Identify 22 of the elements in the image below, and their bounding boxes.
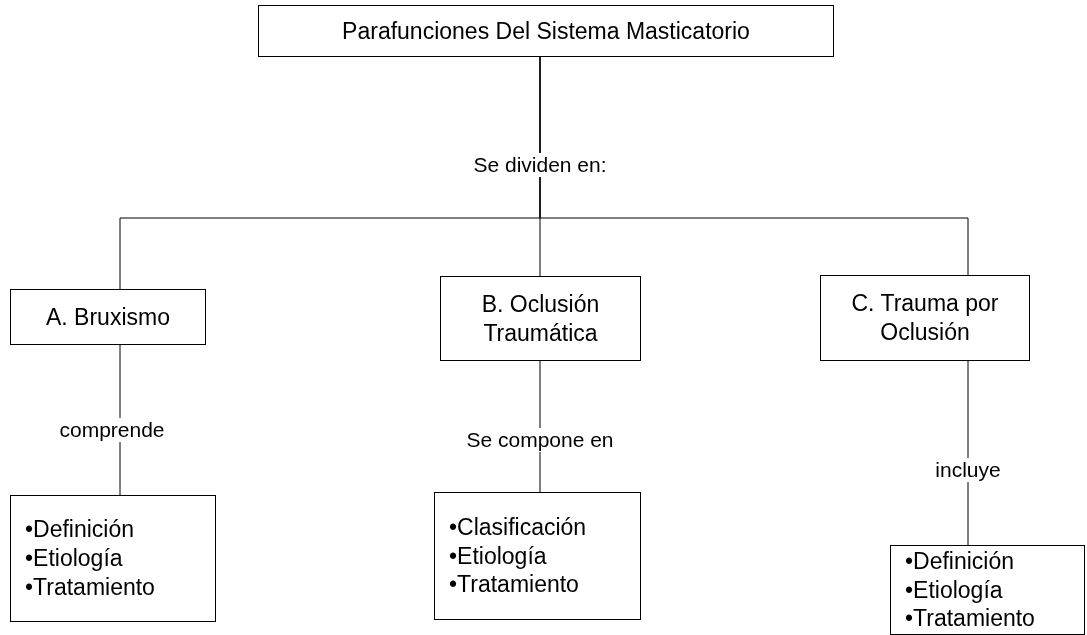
box-text: C. Trauma por Oclusión bbox=[850, 289, 1000, 347]
connector-line bbox=[539, 360, 541, 493]
concept-box bbox=[440, 276, 641, 361]
connector-line bbox=[539, 56, 969, 276]
list-item: •Clasificación bbox=[448, 512, 588, 542]
concept-box bbox=[10, 289, 206, 345]
list-item: •Definición bbox=[904, 546, 1016, 576]
list-item: •Etiología bbox=[904, 575, 1004, 605]
list-item: •Etiología bbox=[448, 541, 548, 571]
list-item: •Tratamiento bbox=[24, 572, 156, 602]
list-item: •Definición bbox=[24, 515, 136, 545]
concept-box bbox=[258, 5, 834, 57]
concept-box bbox=[820, 275, 1030, 361]
list-box bbox=[10, 495, 216, 622]
box-text: A. Bruxismo bbox=[45, 302, 171, 332]
box-text: B. Oclusión Traumática bbox=[480, 289, 601, 348]
list-box bbox=[434, 492, 641, 620]
list-item: •Etiología bbox=[24, 544, 124, 573]
box-text: Parafunciones Del Sistema Masticatorio bbox=[341, 16, 751, 46]
list-item: •Tratamiento bbox=[448, 570, 580, 600]
list-box bbox=[890, 545, 1085, 635]
list-item: •Tratamiento bbox=[904, 604, 1036, 634]
